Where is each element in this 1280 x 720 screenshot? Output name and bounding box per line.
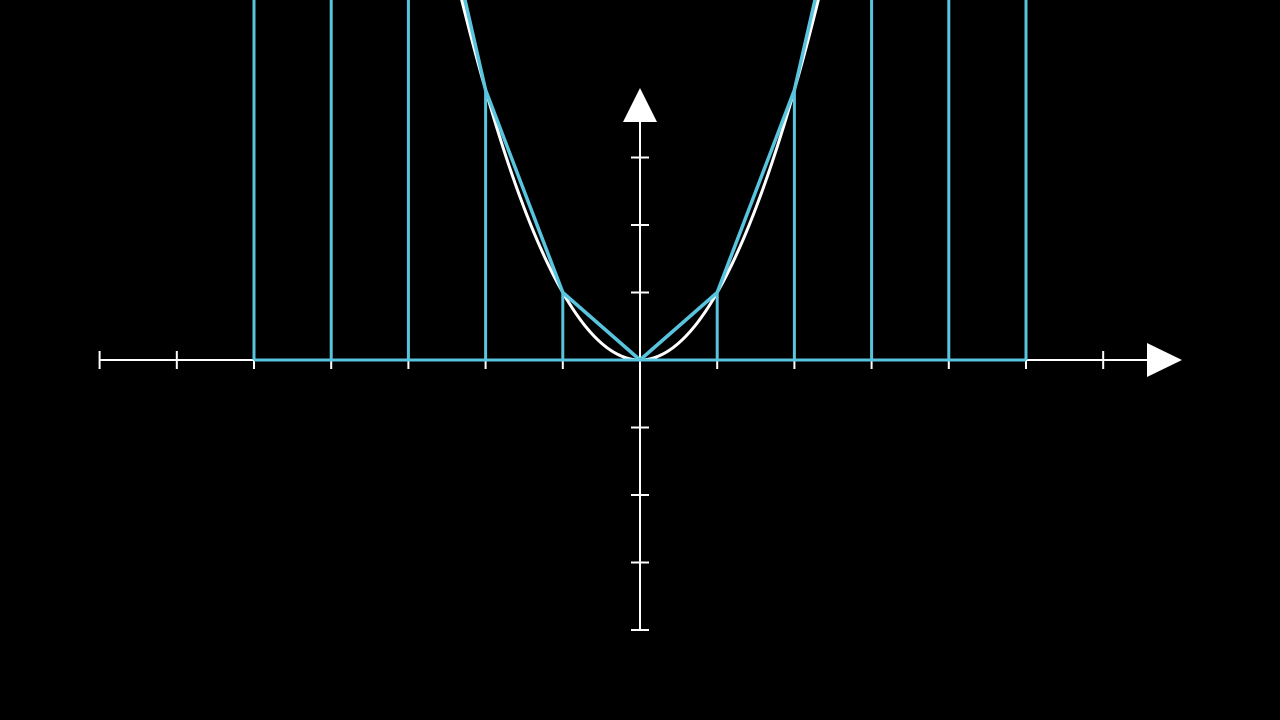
secant-approximation-line [463, 0, 817, 362]
y-axis-arrow-icon [623, 88, 657, 122]
x-axis-arrow-icon [1147, 343, 1182, 377]
